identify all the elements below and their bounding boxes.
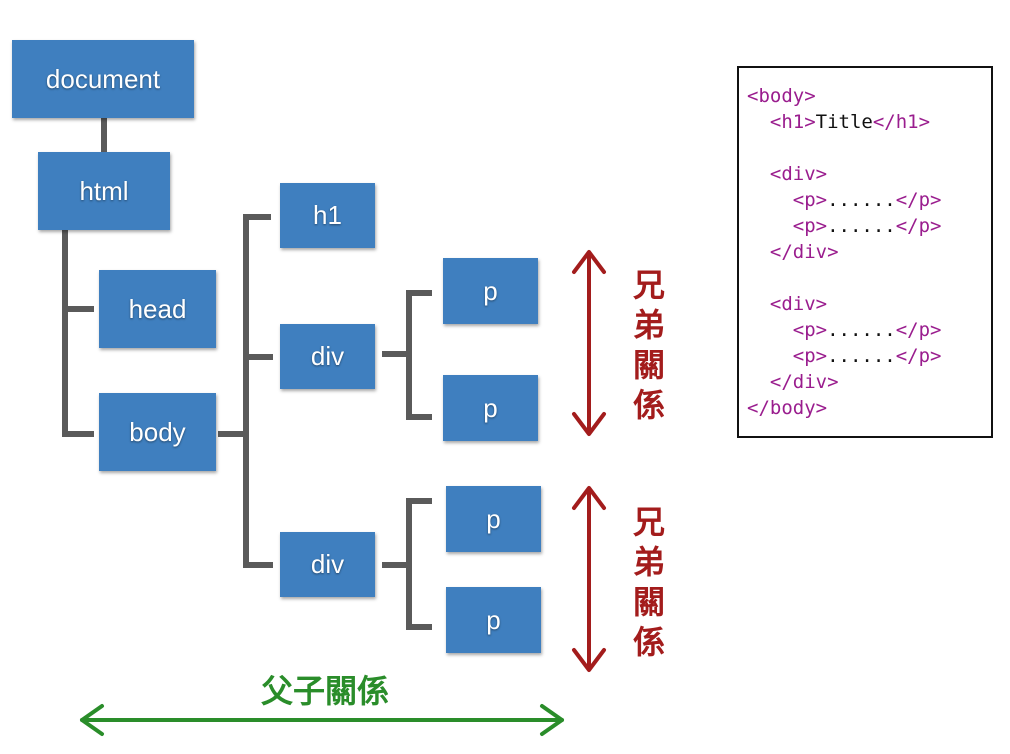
connector-body-out <box>218 431 246 437</box>
sibling-arrow-2 <box>572 486 606 672</box>
code-line: <h1>Title</h1> <box>747 109 991 135</box>
sibling-label-2: 兄弟關係 <box>632 503 665 661</box>
code-tag: <body> <box>747 85 816 107</box>
connector-body-div2 <box>243 562 273 568</box>
parent-child-arrow <box>80 704 564 736</box>
code-tag: <p> <box>747 319 828 341</box>
code-line: </div> <box>747 369 991 395</box>
code-tag: </body> <box>747 397 828 419</box>
node-h1: h1 <box>280 183 375 248</box>
code-tag: <h1> <box>747 111 816 133</box>
connector-div2-trunk <box>406 498 412 628</box>
code-tag: <div> <box>747 293 828 315</box>
code-line: </div> <box>747 239 991 265</box>
connector-body-trunk <box>243 214 249 568</box>
parent-child-label: 父子關係 <box>260 672 389 710</box>
code-tag: </p> <box>895 319 942 341</box>
code-line: <p>......</p> <box>747 343 991 369</box>
code-tag: <p> <box>747 345 828 367</box>
code-text: ...... <box>827 345 896 367</box>
connector-div1-trunk <box>406 290 412 418</box>
node-div-2: div <box>280 532 375 597</box>
node-head: head <box>99 270 216 348</box>
code-line: <body> <box>747 83 991 109</box>
node-p-4: p <box>446 587 541 653</box>
code-text: ...... <box>827 215 896 237</box>
connector-body-h1 <box>243 214 271 220</box>
code-tag: </p> <box>895 189 942 211</box>
connector-div1-out <box>382 351 410 357</box>
node-p-2: p <box>443 375 538 441</box>
code-tag: </div> <box>747 241 839 263</box>
code-line <box>747 135 991 161</box>
node-div-1: div <box>280 324 375 389</box>
code-line <box>747 265 991 291</box>
code-tag: </h1> <box>872 111 931 133</box>
connector-div2-p4 <box>406 624 432 630</box>
code-text: ...... <box>827 189 896 211</box>
code-tag: <p> <box>747 215 828 237</box>
node-body: body <box>99 393 216 471</box>
sibling-label-1: 兄弟關係 <box>632 266 665 424</box>
code-line: <div> <box>747 291 991 317</box>
code-tag: </p> <box>895 215 942 237</box>
connector-html-body <box>62 431 94 437</box>
code-tag: <p> <box>747 189 828 211</box>
node-p-3: p <box>446 486 541 552</box>
node-html: html <box>38 152 170 230</box>
connector-body-div1 <box>243 354 273 360</box>
connector-div1-p2 <box>406 414 432 420</box>
code-tag: <div> <box>747 163 828 185</box>
code-line: <p>......</p> <box>747 213 991 239</box>
connector-div1-p1 <box>406 290 432 296</box>
connector-html-head <box>62 306 94 312</box>
connector-div2-out <box>382 562 410 568</box>
code-tag: </div> <box>747 371 839 393</box>
connector-document-html <box>101 118 107 152</box>
code-line: <p>......</p> <box>747 187 991 213</box>
code-text: ...... <box>827 319 896 341</box>
code-line: </body> <box>747 395 991 421</box>
node-document: document <box>12 40 194 118</box>
connector-html-trunk <box>62 230 68 436</box>
code-tag: </p> <box>895 345 942 367</box>
node-p-1: p <box>443 258 538 324</box>
html-code-panel: <body> <h1>Title</h1> <div> <p>......</p… <box>737 66 993 438</box>
code-line: <p>......</p> <box>747 317 991 343</box>
code-line: <div> <box>747 161 991 187</box>
code-text: Title <box>815 111 873 133</box>
connector-div2-p3 <box>406 498 432 504</box>
sibling-arrow-1 <box>572 250 606 436</box>
